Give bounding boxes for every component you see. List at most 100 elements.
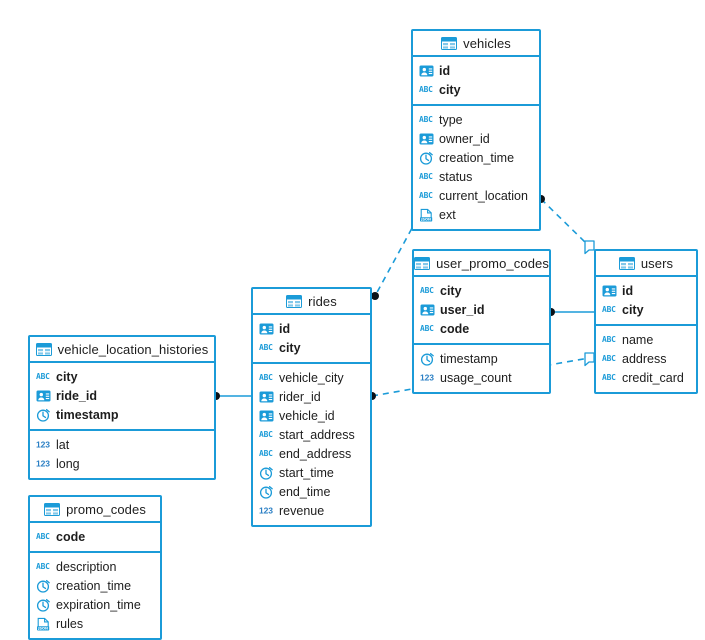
abc-text-icon: ABC <box>36 560 51 574</box>
column-name: id <box>439 63 451 78</box>
column-row[interactable]: id <box>413 61 539 80</box>
column-name: end_time <box>279 484 331 499</box>
column-row[interactable]: owner_id <box>413 129 539 148</box>
abc-text-icon: ABC <box>602 352 617 366</box>
relationship-rel-user_promo_codes-users[interactable] <box>547 308 594 316</box>
svg-text:ABC: ABC <box>602 305 616 314</box>
id-card-icon <box>259 390 274 404</box>
column-row[interactable]: id <box>253 319 370 338</box>
column-name: start_time <box>279 465 334 480</box>
column-row[interactable]: end_time <box>253 482 370 501</box>
column-row[interactable]: user_id <box>414 300 549 319</box>
column-name: code <box>56 529 86 544</box>
column-row[interactable]: timestamp <box>30 405 214 424</box>
table-grid-icon <box>35 342 52 356</box>
abc-text-icon: ABC <box>259 428 274 442</box>
entity-title: users <box>640 255 674 271</box>
entity-header[interactable]: vehicles <box>413 31 539 57</box>
column-row[interactable]: ABC address <box>596 349 696 368</box>
svg-text:ABC: ABC <box>259 343 273 352</box>
column-name: revenue <box>279 503 325 518</box>
svg-text:ABC: ABC <box>419 85 433 94</box>
column-row[interactable]: ABC description <box>30 557 160 576</box>
table-grid-icon <box>441 36 458 50</box>
entity-header[interactable]: user_promo_codes <box>414 251 549 277</box>
abc-text-icon: ABC <box>419 113 434 127</box>
column-row[interactable]: start_time <box>253 463 370 482</box>
svg-text:ABC: ABC <box>259 449 273 458</box>
entity-header[interactable]: rides <box>253 289 370 315</box>
target-one-marker <box>584 240 595 255</box>
column-name: description <box>56 559 117 574</box>
column-row[interactable]: id <box>596 281 696 300</box>
entity-header[interactable]: promo_codes <box>30 497 160 523</box>
clock-icon <box>259 485 274 499</box>
svg-text:ABC: ABC <box>36 372 50 381</box>
clock-icon <box>259 466 274 480</box>
svg-text:JSON: JSON <box>37 626 48 630</box>
column-row[interactable]: creation_time <box>30 576 160 595</box>
column-name: id <box>622 283 634 298</box>
column-row[interactable]: creation_time <box>413 148 539 167</box>
abc-text-icon: ABC <box>420 322 435 336</box>
json-file-icon: JSON <box>36 617 51 631</box>
column-name: creation_time <box>439 150 515 165</box>
123-number-icon: 123 <box>36 438 51 452</box>
relationship-rel-vehicles-users[interactable] <box>537 195 595 255</box>
id-card-icon <box>259 409 274 423</box>
column-name: city <box>622 302 644 317</box>
column-row[interactable]: ride_id <box>30 386 214 405</box>
svg-text:ABC: ABC <box>602 335 616 344</box>
column-name: address <box>622 351 667 366</box>
entity-header[interactable]: users <box>596 251 696 277</box>
column-row[interactable]: timestamp <box>414 349 549 368</box>
entity-title: rides <box>308 293 337 309</box>
column-row[interactable]: expiration_time <box>30 595 160 614</box>
column-row[interactable]: rider_id <box>253 387 370 406</box>
relationship-rel-vehicle_location_histories-rides[interactable] <box>212 392 251 400</box>
column-row[interactable]: JSON rules <box>30 614 160 633</box>
column-row[interactable]: 123 revenue <box>253 501 370 520</box>
table-grid-icon <box>44 502 61 516</box>
svg-text:ABC: ABC <box>419 115 433 124</box>
123-number-icon: 123 <box>259 504 274 518</box>
entity-title: vehicles <box>463 35 511 51</box>
svg-text:JSON: JSON <box>420 217 431 221</box>
column-name: rules <box>56 616 84 631</box>
abc-text-icon: ABC <box>419 83 434 97</box>
svg-text:ABC: ABC <box>259 430 273 439</box>
entity-header[interactable]: vehicle_location_histories <box>30 337 214 363</box>
column-row[interactable]: ABC city <box>596 300 696 319</box>
abc-text-icon: ABC <box>259 341 274 355</box>
abc-text-icon: ABC <box>259 447 274 461</box>
column-row[interactable]: vehicle_id <box>253 406 370 425</box>
